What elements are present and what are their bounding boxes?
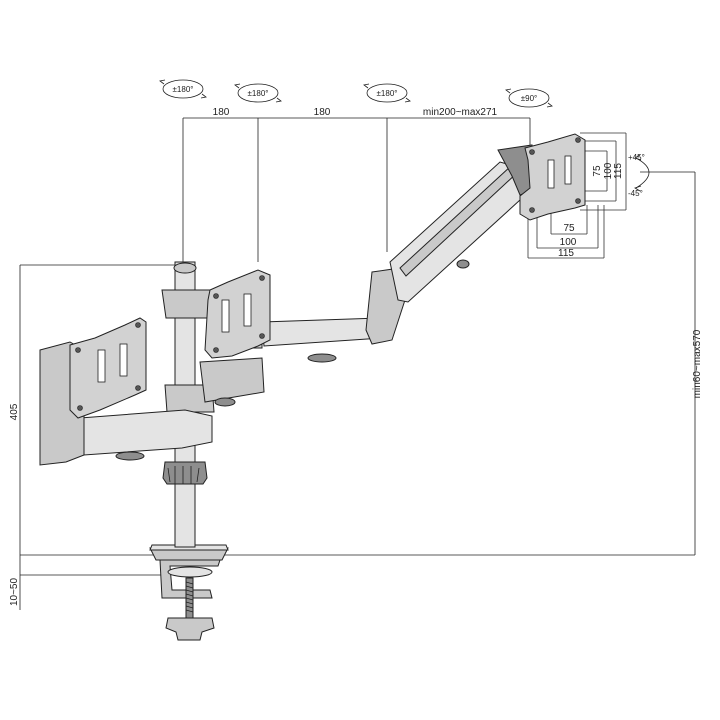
- vesa-slot: [97, 349, 106, 383]
- dimension-pole-height: 405: [9, 403, 20, 420]
- rotation-label-3: ±180°: [377, 89, 398, 98]
- rotation-badge-1: ±180°: [159, 79, 207, 99]
- rotation-label-4: ±90°: [521, 94, 538, 103]
- vesa-plate-right: [519, 133, 586, 221]
- rotate-arrows-icon: [162, 79, 204, 99]
- vesa-slot: [119, 343, 128, 377]
- vesa-outer-height: 115: [613, 163, 624, 179]
- vesa-plate-left-body: [69, 317, 147, 419]
- dimension-arm-segment-1: 180: [213, 107, 230, 118]
- upper-pole-clamp: [161, 289, 213, 319]
- upper-arm-segment: [261, 317, 383, 347]
- vesa-mid-width: 100: [560, 237, 577, 248]
- vesa-slot: [547, 159, 555, 189]
- rotation-badge-3: ±180°: [363, 83, 411, 103]
- dimension-arm-extension: min200~max271: [423, 107, 498, 118]
- clamp-knob: [165, 617, 215, 641]
- gas-spring-arm: [389, 161, 529, 303]
- vesa-plate-left: [69, 317, 147, 419]
- vesa-inner-height: 75: [592, 165, 603, 177]
- tilt-up-label: +45°: [628, 153, 645, 162]
- rotation-badge-2: ±180°: [234, 83, 282, 103]
- dimension-clamp-range: 10~50: [9, 578, 20, 607]
- tilt-arc-icon: [635, 157, 650, 189]
- vesa-slot: [564, 155, 572, 185]
- pole-collar: [162, 461, 208, 485]
- rotate-arrows-icon: [366, 83, 408, 103]
- vesa-inner-width: 75: [563, 223, 575, 234]
- dimension-arm-segment-2: 180: [314, 107, 331, 118]
- lower-pole-clamp: [164, 384, 215, 413]
- rotation-badge-4: ±90°: [505, 88, 553, 108]
- side-dimension-lines: 405 10~50 min60~max570: [9, 172, 703, 610]
- rotate-arrows-icon: [237, 83, 279, 103]
- clamp-pad: [167, 566, 213, 578]
- vesa-dimensions: 75 100 115 75 100 115 +45° -45°: [527, 132, 695, 259]
- tilt-down-label: -45°: [628, 189, 643, 198]
- rotate-arrows-icon: [508, 88, 550, 108]
- vesa-slot: [243, 293, 252, 327]
- vesa-mid-height: 100: [603, 162, 614, 179]
- vesa-plate-middle: [204, 269, 271, 359]
- lower-arm: [39, 341, 265, 466]
- rotation-label-1: ±180°: [173, 85, 194, 94]
- pole-cap: [173, 262, 197, 274]
- vesa-slot: [221, 299, 230, 333]
- dimension-height-adjust: min60~max570: [692, 329, 703, 398]
- lower-arm-joint: [199, 357, 265, 403]
- rotation-label-2: ±180°: [248, 89, 269, 98]
- desk-clamp: [149, 544, 229, 641]
- vesa-plate-middle-body: [204, 269, 271, 359]
- vesa-outer-width: 115: [558, 248, 574, 259]
- top-dimension-lines: 180 180 min200~max271: [182, 107, 531, 262]
